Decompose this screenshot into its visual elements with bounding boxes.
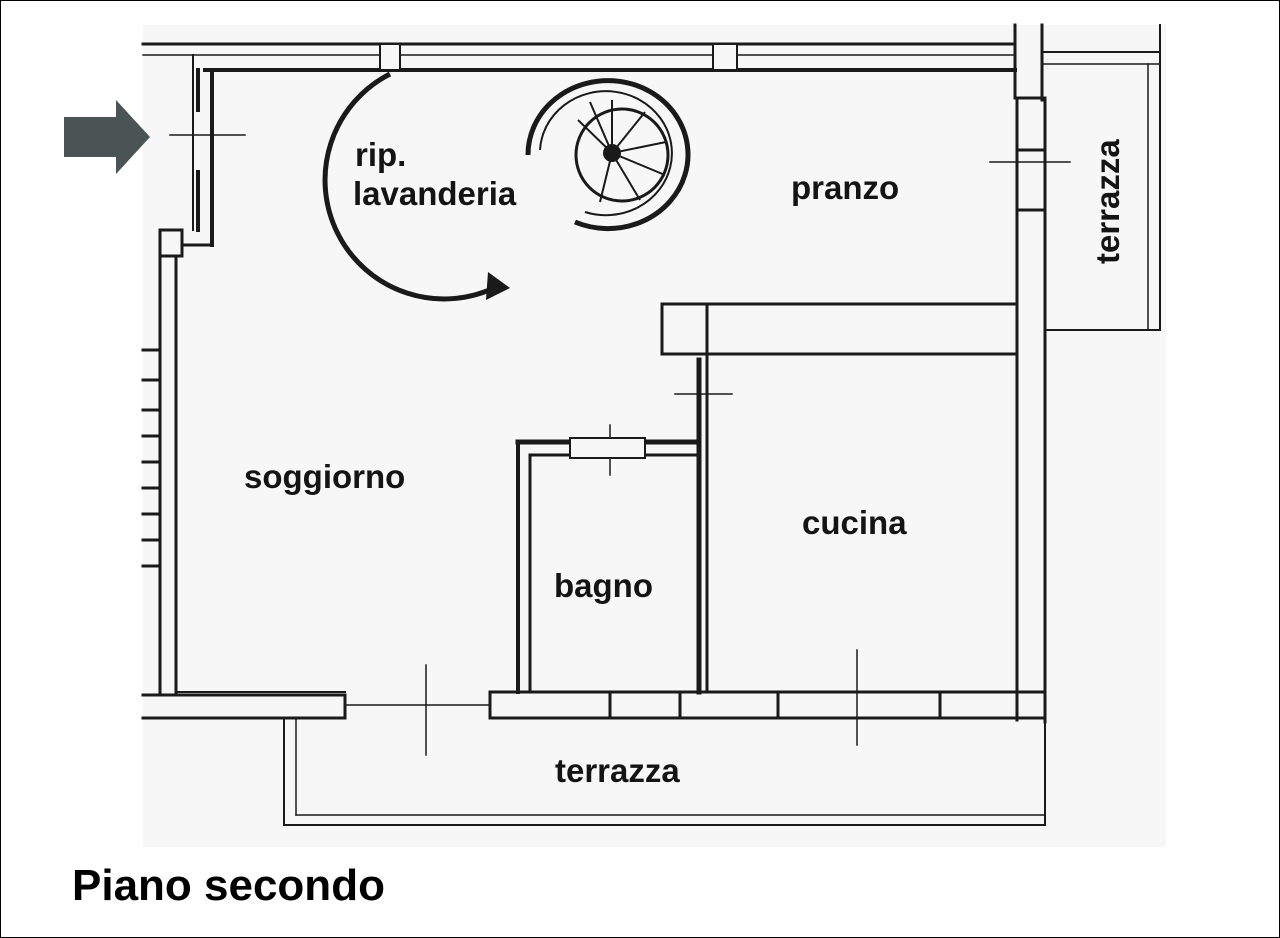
wall-right [989, 24, 1161, 724]
room-label-pranzo: pranzo [791, 169, 900, 206]
floor-title: Piano secondo [72, 861, 385, 910]
wall-left [141, 254, 178, 697]
kitchen-counter [660, 302, 1019, 362]
terrace-bottom-outline [283, 717, 1046, 826]
room-label-cucina: cucina [802, 504, 907, 541]
arrow-right-icon [64, 100, 150, 174]
room-label-soggiorno: soggiorno [244, 458, 406, 495]
room-label-terrazza-right: terrazza [1089, 139, 1126, 264]
room-label-lavanderia: lavanderia [353, 175, 517, 212]
spiral-staircase-icon [525, 78, 691, 232]
wall-bottom [141, 649, 1047, 756]
wall-top [141, 23, 1161, 102]
wall-entrance [158, 54, 246, 258]
room-label-rip: rip. [355, 136, 407, 173]
wall-bathroom [515, 357, 733, 695]
room-label-bagno: bagno [554, 567, 653, 604]
room-label-terrazza-bottom: terrazza [555, 752, 680, 789]
door-swing-arc [322, 71, 510, 302]
